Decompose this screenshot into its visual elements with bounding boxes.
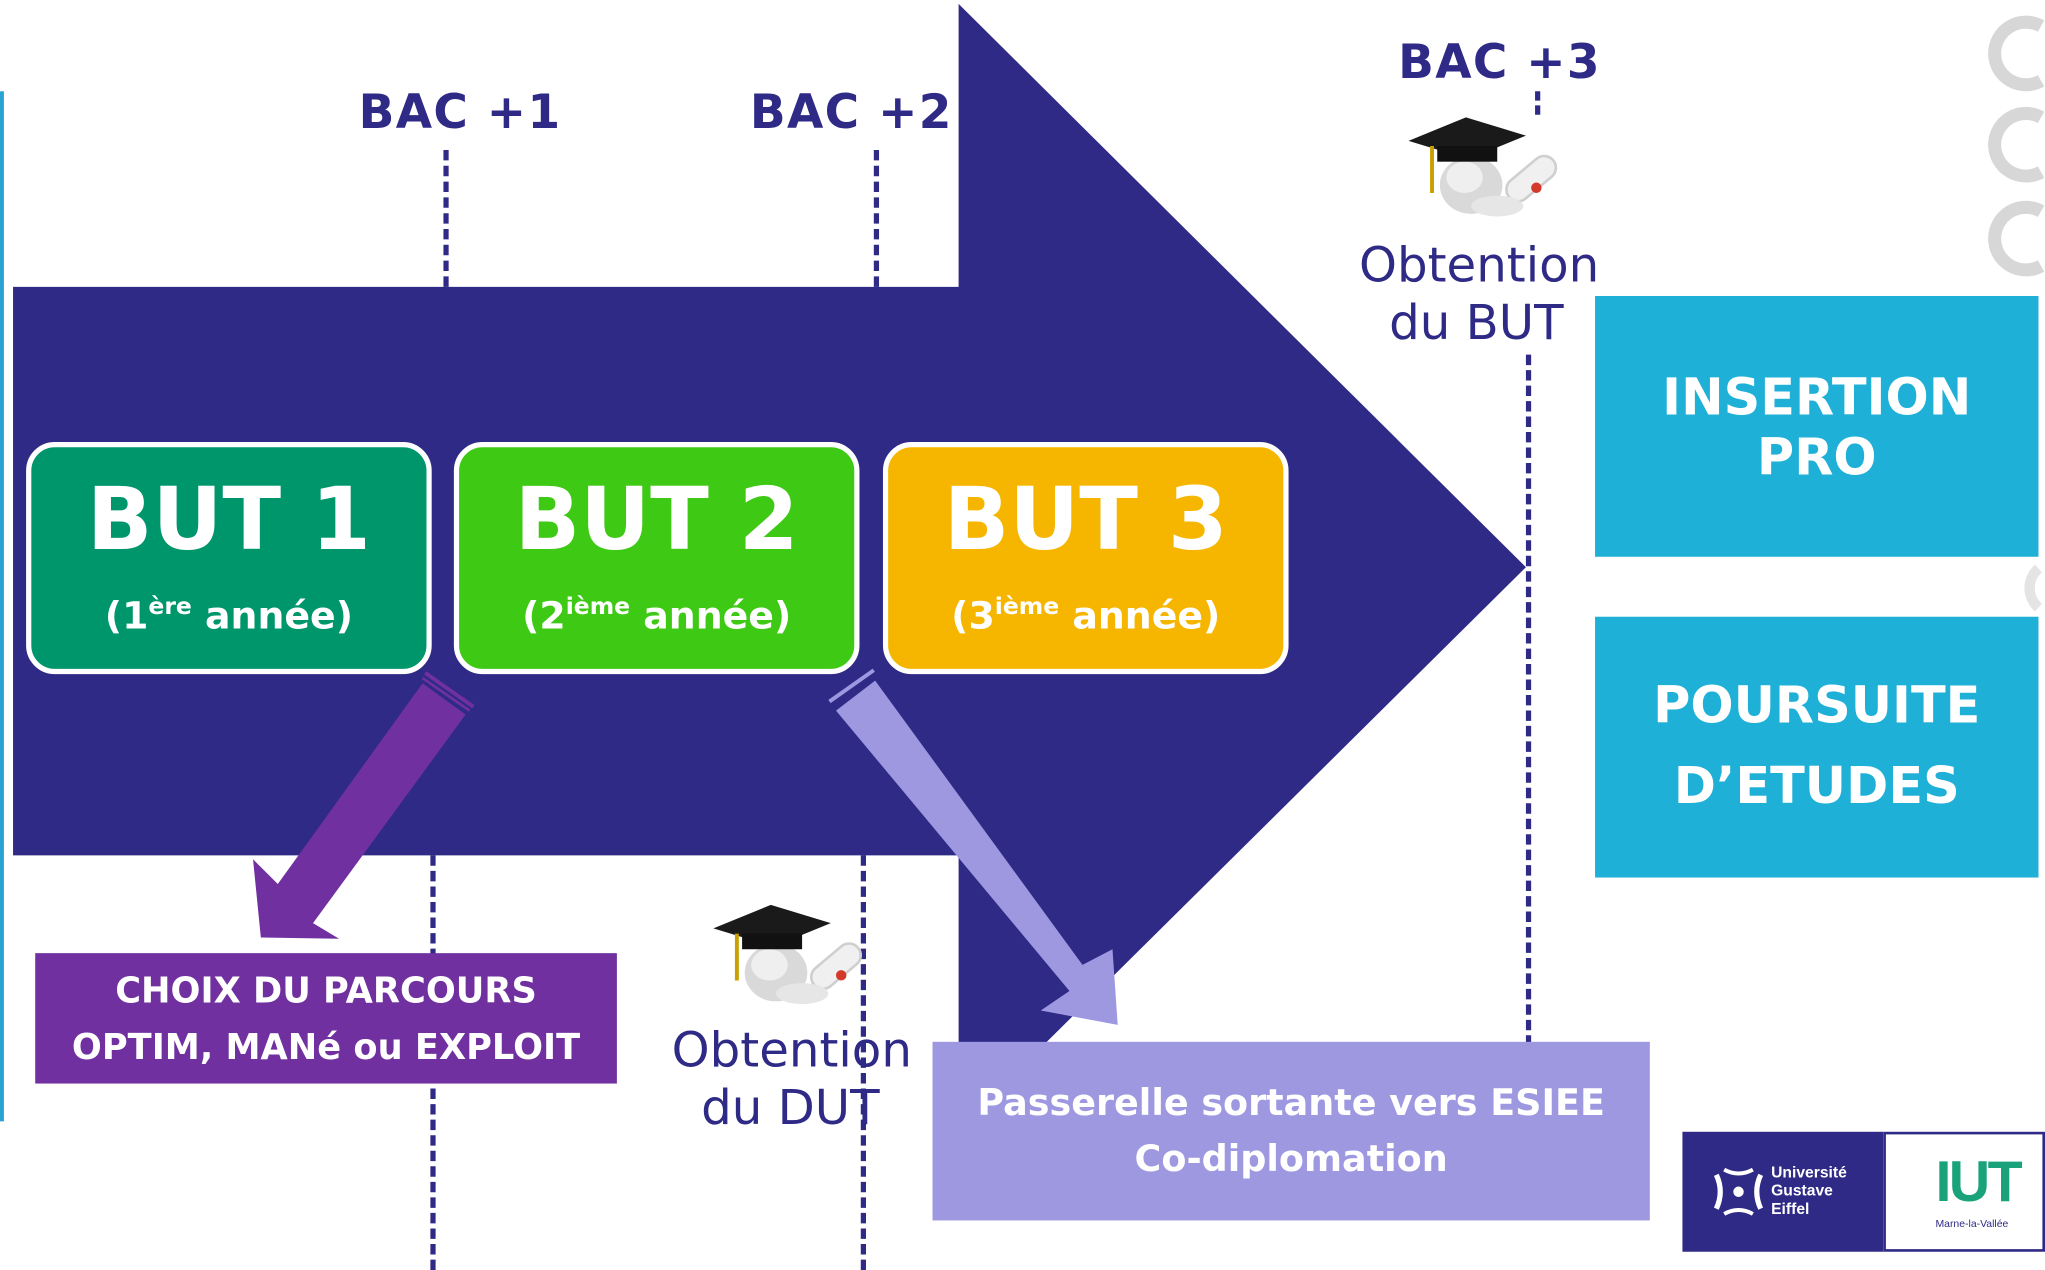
- but1-box: BUT 1 (1ère année): [26, 442, 432, 675]
- milestone-bac1: BAC +1: [358, 86, 562, 140]
- insertion-line2: PRO: [1756, 428, 1877, 488]
- obtention-but-line1: Obtention: [1358, 237, 1600, 294]
- obtention-but-line2: du BUT: [1389, 294, 1564, 351]
- university-name-line3: Eiffel: [1771, 1199, 1810, 1218]
- bac2-line-bottom: [860, 855, 866, 1270]
- bac3-line-top: [1535, 91, 1541, 115]
- poursuite-etudes-panel: POURSUITE D’ETUDES: [1595, 616, 2039, 878]
- insertion-pro-panel: INSERTION PRO: [1595, 295, 2039, 557]
- but3-box: BUT 3 (3ième année): [882, 442, 1289, 675]
- iut-logo-subtitle: Marne-la-Vallée: [1935, 1217, 2009, 1230]
- obtention-but-label: Obtention du BUT: [1358, 237, 1600, 352]
- university-logo: Université Gustave Eiffel: [1682, 1131, 1884, 1252]
- poursuite-line1: POURSUITE: [1653, 676, 1981, 736]
- graduation-cap-icon-dut: [713, 904, 863, 1005]
- passerelle-line2: Co-diplomation: [1134, 1137, 1448, 1181]
- obtention-dut-line2: du DUT: [701, 1079, 880, 1136]
- but2-box: BUT 2 (2ième année): [453, 442, 860, 675]
- but3-title: BUT 3: [943, 469, 1228, 570]
- but2-subtitle: (2ième année): [522, 593, 792, 638]
- parcours-line1: CHOIX DU PARCOURS: [115, 971, 537, 1012]
- obtention-dut-line1: Obtention: [671, 1022, 912, 1079]
- passerelle-line1: Passerelle sortante vers ESIEE: [977, 1080, 1605, 1124]
- left-edge-bar: [0, 91, 4, 1122]
- parcours-panel: CHOIX DU PARCOURS OPTIM, MANé ou EXPLOIT: [35, 953, 617, 1084]
- but1-title: BUT 1: [86, 469, 371, 570]
- parcours-line2: OPTIM, MANé ou EXPLOIT: [71, 1027, 581, 1068]
- obtention-dut-label: Obtention du DUT: [671, 1022, 912, 1137]
- bac2-line-top: [873, 149, 880, 287]
- but2-title: BUT 2: [514, 469, 799, 570]
- university-name-line2: Gustave: [1771, 1181, 1833, 1200]
- insertion-line1: INSERTION: [1662, 369, 1972, 428]
- graduation-cap-icon: [1408, 117, 1558, 217]
- iut-logo: IUT Marne-la-Vallée: [1883, 1131, 2045, 1252]
- bac3-line: [1525, 354, 1532, 1046]
- bac1-line-top: [443, 149, 449, 287]
- decorative-rings: [1988, 15, 2045, 612]
- milestone-bac2: BAC +2: [749, 86, 953, 140]
- passerelle-panel: Passerelle sortante vers ESIEE Co-diplom…: [932, 1041, 1650, 1221]
- but1-subtitle: (1ère année): [104, 593, 353, 638]
- iut-logo-text: IUT: [1935, 1150, 2022, 1214]
- poursuite-line2: D’ETUDES: [1673, 757, 1960, 817]
- but3-subtitle: (3ième année): [951, 593, 1221, 638]
- university-emblem-icon: [1713, 1167, 1764, 1216]
- milestone-bac3: BAC +3: [1398, 36, 1601, 90]
- university-name-line1: Université: [1771, 1163, 1847, 1182]
